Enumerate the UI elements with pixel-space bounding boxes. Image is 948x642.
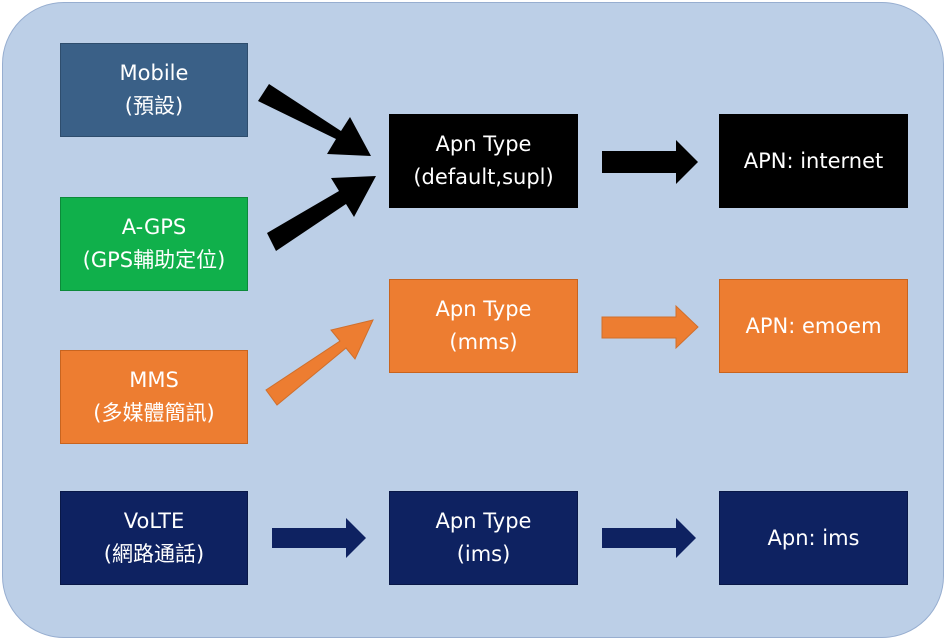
apn-ims-label: Apn: ims (767, 525, 860, 550)
apn-type-mms-title: Apn Type (435, 297, 532, 321)
arrow-agps-to-default (267, 176, 376, 251)
source-agps-title: A-GPS (121, 215, 187, 239)
arrow-apn-mms-to-emoem (601, 304, 699, 350)
source-volte-subtitle: (網路通話) (103, 542, 205, 566)
source-mms-subtitle: (多媒體簡訊) (93, 401, 215, 425)
source-agps: A-GPS (GPS輔助定位) (60, 197, 248, 291)
apn-type-default: Apn Type (default,supl) (389, 114, 578, 208)
source-agps-subtitle: (GPS輔助定位) (82, 248, 226, 272)
apn-emoem: APN: emoem (719, 279, 908, 373)
source-volte-title: VoLTE (123, 509, 185, 533)
source-mobile-subtitle: (預設) (124, 94, 184, 118)
arrow-mobile-to-default (258, 84, 371, 156)
apn-type-default-title: Apn Type (435, 132, 532, 156)
apn-internet-label: APN: internet (743, 148, 884, 173)
arrow-volte-to-apn-ims (272, 518, 366, 558)
source-mobile: Mobile (預設) (60, 43, 248, 137)
arrow-apn-ims-to-ims (602, 518, 696, 558)
source-volte: VoLTE (網路通話) (60, 491, 248, 585)
apn-type-ims-title: Apn Type (435, 509, 532, 533)
arrow-default-to-internet (602, 140, 698, 184)
apn-internet: APN: internet (719, 114, 908, 208)
apn-type-ims-subtitle: (ims) (456, 542, 511, 566)
apn-ims: Apn: ims (719, 491, 908, 585)
source-mms-title: MMS (129, 368, 179, 392)
apn-emoem-label: APN: emoem (745, 313, 882, 338)
arrow-mms-to-apn-mms (265, 319, 374, 406)
source-mobile-title: Mobile (119, 61, 189, 85)
apn-type-mms-subtitle: (mms) (449, 330, 518, 354)
apn-type-default-subtitle: (default,supl) (413, 165, 554, 189)
source-mms: MMS (多媒體簡訊) (60, 350, 248, 444)
apn-type-mms: Apn Type (mms) (389, 279, 578, 373)
apn-type-ims: Apn Type (ims) (389, 491, 578, 585)
